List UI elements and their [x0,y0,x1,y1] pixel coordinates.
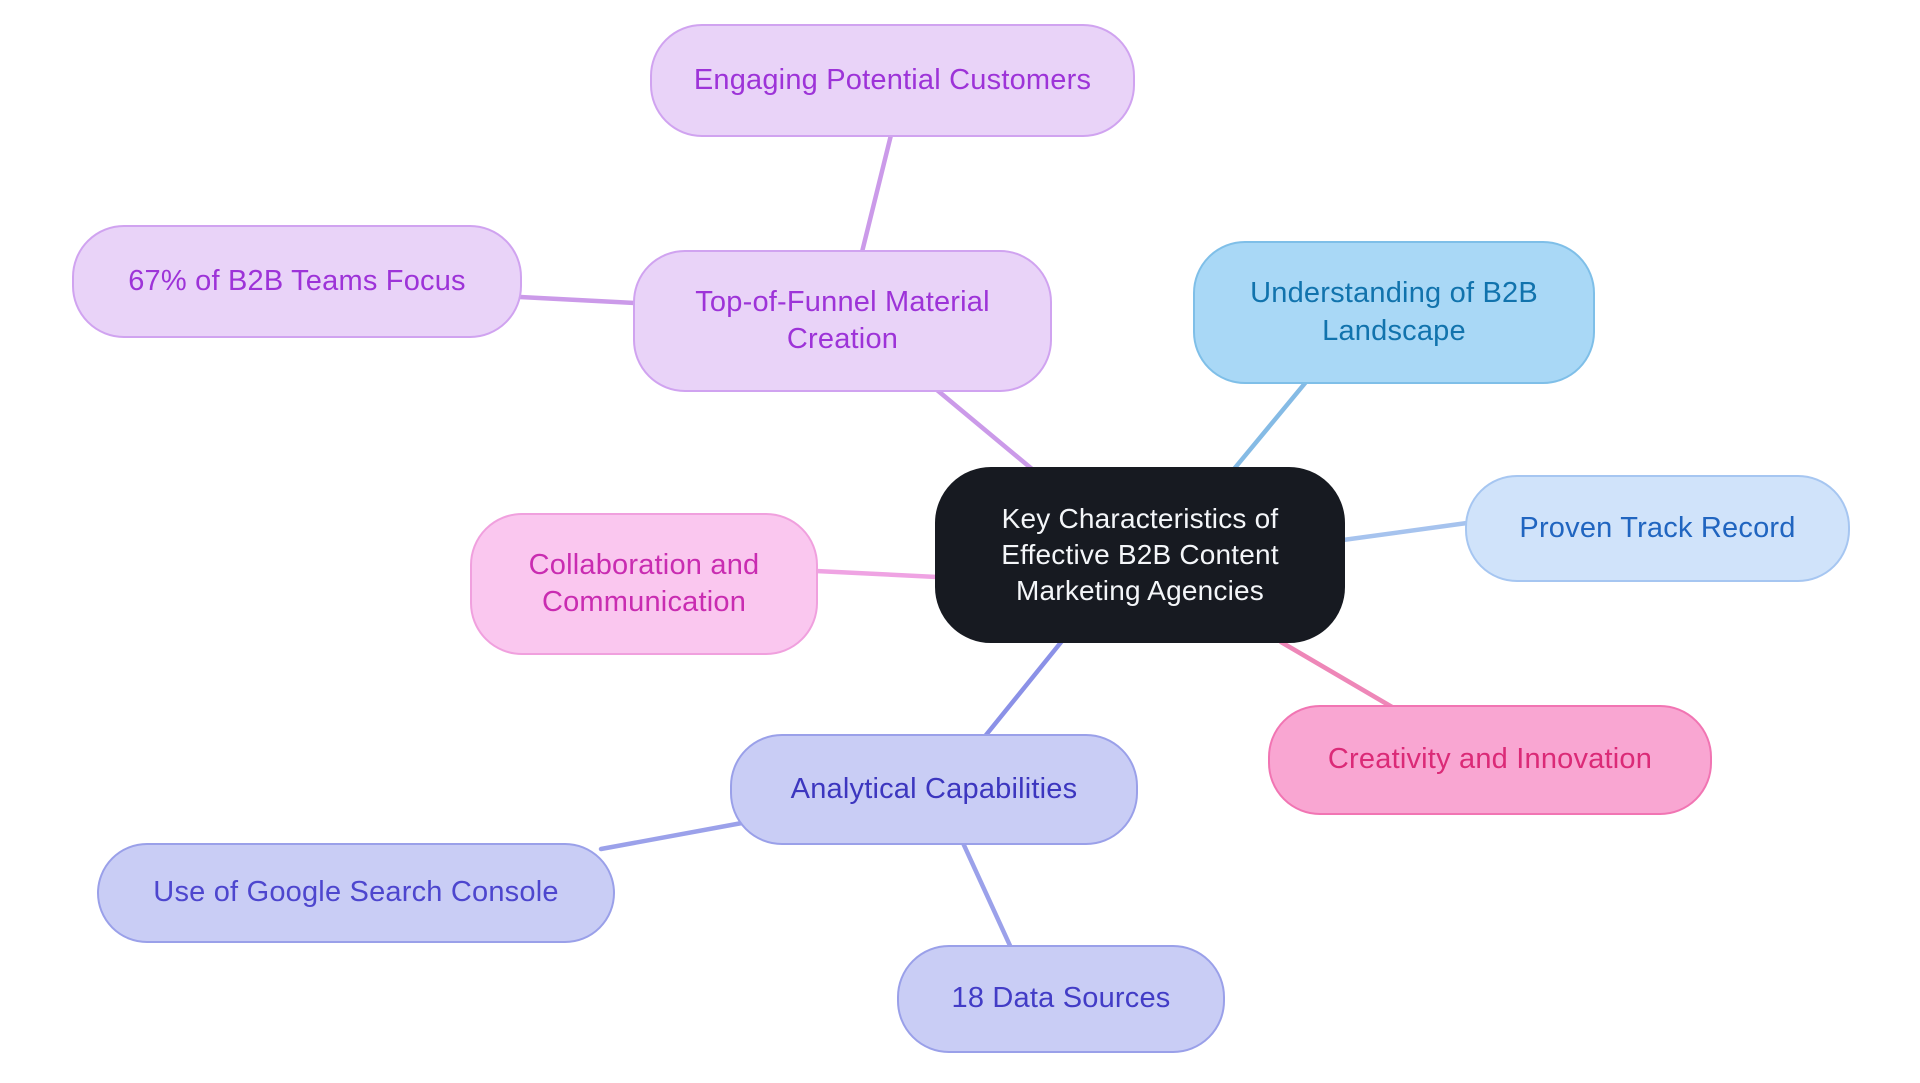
node-engaging-potential-customers[interactable]: Engaging Potential Customers [650,24,1135,137]
node-data-sources-count[interactable]: 18 Data Sources [897,945,1225,1053]
edge-central-topic--creativity-and-innovation [1278,639,1395,710]
node-b2b-teams-focus-stat[interactable]: 67% of B2B Teams Focus [72,225,522,338]
node-understanding-of-b2b-landscape[interactable]: Understanding of B2B Landscape [1193,241,1595,384]
node-top-of-funnel-material-creation[interactable]: Top-of-Funnel Material Creation [633,250,1052,392]
node-analytical-capabilities[interactable]: Analytical Capabilities [730,734,1138,845]
node-use-of-google-search-console[interactable]: Use of Google Search Console [97,843,615,943]
edge-analytical-capabilities--use-of-google-search-console [598,820,745,852]
edge-understanding-of-b2b-landscape--central-topic [1231,379,1309,472]
node-creativity-and-innovation[interactable]: Creativity and Innovation [1268,705,1712,815]
node-proven-track-record[interactable]: Proven Track Record [1465,475,1850,582]
edge-engaging-potential-customers--top-of-funnel-material-creation [859,132,894,255]
edge-central-topic--analytical-capabilities [983,638,1065,738]
edge-top-of-funnel-material-creation--central-topic [934,387,1035,472]
edge-analytical-capabilities--data-sources-count [960,840,1015,953]
edge-collaboration-and-communication--central-topic [813,568,940,580]
node-central-topic[interactable]: Key Characteristics of Effective B2B Con… [935,467,1345,643]
edge-b2b-teams-focus-stat--top-of-funnel-material-creation [517,294,638,306]
node-collaboration-and-communication[interactable]: Collaboration and Communication [470,513,818,655]
edge-central-topic--proven-track-record [1340,520,1470,543]
